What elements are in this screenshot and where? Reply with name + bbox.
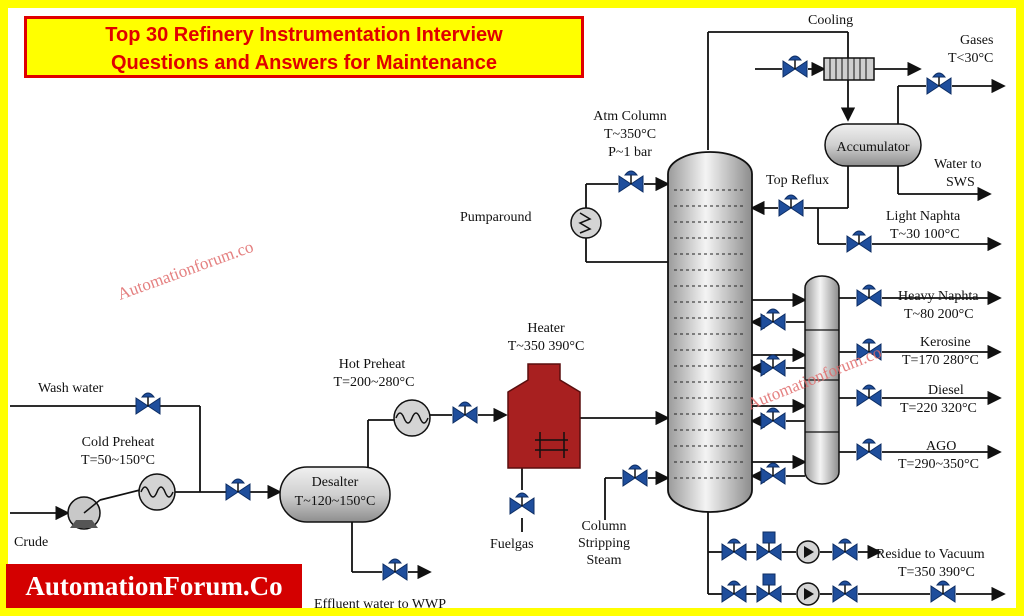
wash-water-valve-icon xyxy=(135,392,161,415)
label-atm-temp: T~350°C xyxy=(604,127,656,142)
steam-valve-icon xyxy=(622,464,648,487)
cooler-exchanger xyxy=(823,57,875,81)
label-heater: Heater xyxy=(527,321,565,336)
desalter-drum xyxy=(279,466,391,523)
label-stripping: Stripping xyxy=(578,536,630,551)
ago-valve-icon xyxy=(856,438,882,461)
fuelgas-valve-icon xyxy=(509,492,535,515)
label-ago: AGO xyxy=(926,439,956,454)
residue-outlet-valve-icon xyxy=(930,580,956,603)
label-accumulator: Accumulator xyxy=(836,140,909,155)
label-hot-preheat-temp: T=200~280°C xyxy=(334,375,415,390)
heater-furnace xyxy=(507,363,581,469)
residue-control-valve-a-icon xyxy=(756,531,782,561)
watermark-left: Automationforum.co xyxy=(115,237,256,304)
label-residue: Residue to Vacuum xyxy=(876,547,985,562)
accumulator-drum xyxy=(824,123,922,167)
label-atm-pressure: P~1 bar xyxy=(608,145,652,160)
title-line-2: Questions and Answers for Maintenance xyxy=(110,52,497,74)
residue-pump-icon xyxy=(796,540,820,606)
crude-pump-icon xyxy=(67,496,101,530)
label-diesel: Diesel xyxy=(928,383,964,398)
ago-return-valve-icon xyxy=(760,462,786,485)
diesel-return-valve-icon xyxy=(760,407,786,430)
label-water-to: Water to xyxy=(934,157,981,172)
reflux-valve-icon xyxy=(778,194,804,217)
gases-valve-icon xyxy=(926,72,952,95)
cooling-valve-icon xyxy=(782,55,808,78)
label-pumparound: Pumparound xyxy=(460,210,532,225)
label-diesel-temp: T=220 320°C xyxy=(900,401,977,416)
label-top-reflux: Top Reflux xyxy=(766,173,829,188)
label-cooling: Cooling xyxy=(808,13,853,28)
label-desalter-temp: T~120~150°C xyxy=(295,494,376,509)
atm-column xyxy=(667,151,753,513)
heavy-naphta-valve-icon xyxy=(856,284,882,307)
label-effluent: Effluent water to WWP xyxy=(314,597,446,612)
residue-valve-c-icon xyxy=(721,580,747,603)
title-banner: Top 30 Refinery Instrumentation Intervie… xyxy=(24,16,584,78)
light-naphta-valve-icon xyxy=(846,230,872,253)
brand-banner: AutomationForum.Co xyxy=(6,564,302,608)
label-light-naphta: Light Naphta xyxy=(886,209,961,224)
residue-valve-d-icon xyxy=(832,580,858,603)
label-heavy-naphta-temp: T~80 200°C xyxy=(904,307,974,322)
label-sws: SWS xyxy=(946,175,975,190)
label-fuelgas: Fuelgas xyxy=(490,537,534,552)
label-heater-temp: T~350 390°C xyxy=(508,339,585,354)
label-heavy-naphta: Heavy Naphta xyxy=(898,289,979,304)
diagram-labels: Cooling Gases T<30°C Accumulator Water t… xyxy=(14,13,993,612)
side-stripper xyxy=(804,275,840,485)
label-cold-preheat-temp: T=50~150°C xyxy=(81,453,155,468)
label-wash-water: Wash water xyxy=(38,381,104,396)
hot-preheat-valve-icon xyxy=(452,401,478,424)
piping xyxy=(10,31,1006,602)
kerosine-return-valve-icon xyxy=(760,354,786,377)
label-kerosine-temp: T=170 280°C xyxy=(902,353,979,368)
residue-control-valve-b-icon xyxy=(756,573,782,603)
label-ago-temp: T=290~350°C xyxy=(898,457,979,472)
pumparound-exchanger-icon xyxy=(570,207,602,239)
diesel-valve-icon xyxy=(856,384,882,407)
label-gases: Gases xyxy=(960,33,993,48)
label-hot-preheat: Hot Preheat xyxy=(339,357,406,372)
crude-valve-icon xyxy=(225,478,251,501)
residue-valve-b-icon xyxy=(832,538,858,561)
label-steam: Steam xyxy=(587,553,622,568)
label-desalter: Desalter xyxy=(312,475,359,490)
pumparound-valve-icon xyxy=(618,170,644,193)
effluent-valve-icon xyxy=(382,558,408,581)
label-atm-column: Atm Column xyxy=(593,109,667,124)
label-residue-temp: T=350 390°C xyxy=(898,565,975,580)
hot-preheat-exchanger-icon xyxy=(393,399,431,437)
label-gases-temp: T<30°C xyxy=(948,51,993,66)
label-kerosine: Kerosine xyxy=(920,335,971,350)
label-column: Column xyxy=(581,519,626,534)
label-cold-preheat: Cold Preheat xyxy=(82,435,155,450)
cold-preheat-exchanger-icon xyxy=(138,473,176,511)
title-line-1: Top 30 Refinery Instrumentation Intervie… xyxy=(105,24,503,46)
residue-valve-a-icon xyxy=(721,538,747,561)
label-crude: Crude xyxy=(14,535,48,550)
heavy-naphta-return-valve-icon xyxy=(760,308,786,331)
label-light-naphta-temp: T~30 100°C xyxy=(890,227,960,242)
